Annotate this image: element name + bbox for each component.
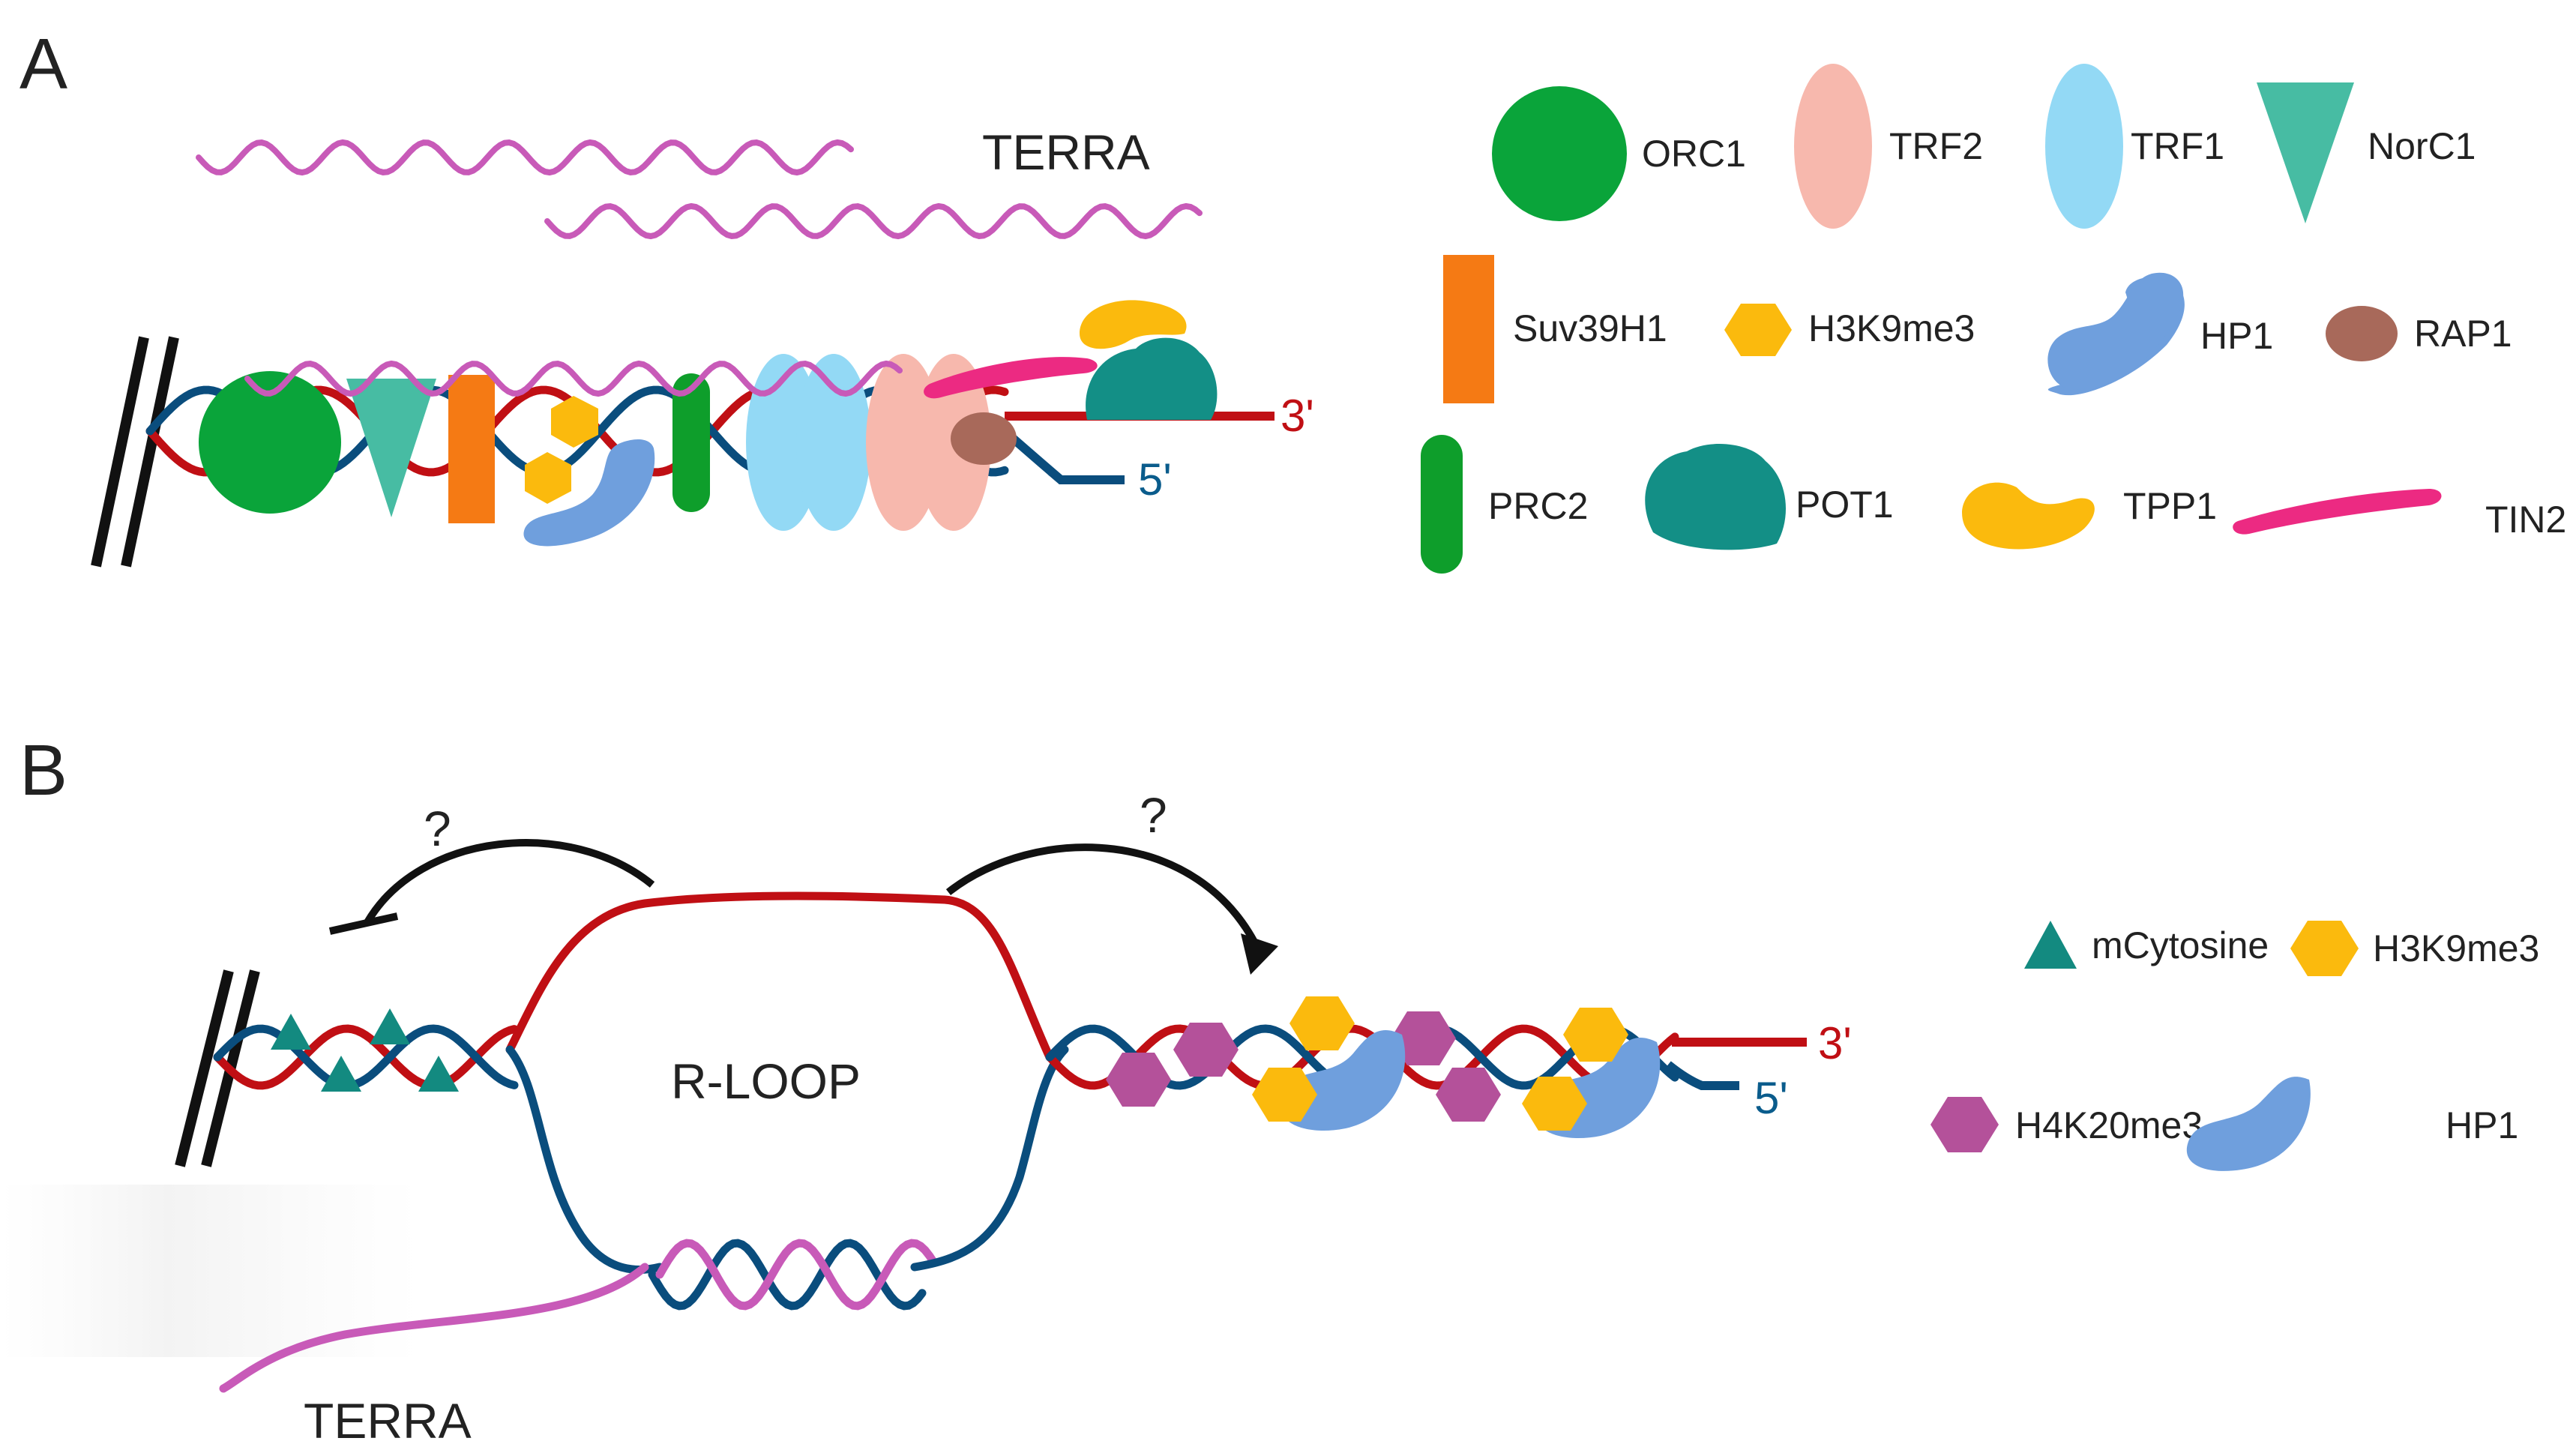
terra-transcript-1 bbox=[196, 139, 854, 176]
hp1-protein bbox=[523, 439, 655, 547]
prc2-legend-label: PRC2 bbox=[1488, 485, 1588, 527]
h3k9me3-mark bbox=[1522, 1077, 1587, 1131]
hp1-legend-label-b: HP1 bbox=[2446, 1104, 2518, 1146]
panel-b: B TERRA R-LOOP 3' 5' bbox=[0, 730, 1852, 1449]
rap1-protein bbox=[951, 412, 1017, 465]
trf1-legend-icon bbox=[2045, 64, 2123, 229]
dna-strand-3prime-left bbox=[213, 1024, 519, 1090]
h3k9me3-mark bbox=[1252, 1068, 1317, 1122]
arrow-head bbox=[1241, 933, 1278, 975]
h3k9me3-mark bbox=[525, 452, 571, 504]
mcytosine-mark bbox=[321, 1056, 361, 1092]
pot1-legend-icon bbox=[1645, 444, 1786, 550]
mcytosine-mark bbox=[271, 1014, 311, 1050]
five-prime-label-b: 5' bbox=[1754, 1073, 1788, 1123]
trf2-legend-icon bbox=[1794, 64, 1872, 229]
trf2-legend-label: TRF2 bbox=[1889, 125, 1983, 167]
chromosome-break-mark bbox=[175, 969, 234, 1167]
orc1-protein bbox=[199, 371, 341, 514]
tpp1-legend-icon bbox=[1962, 482, 2095, 550]
inhibition-bar bbox=[328, 912, 399, 935]
panel-b-legend: mCytosine H3K9me3 H4K20me3 HP1 bbox=[1931, 921, 2539, 1171]
mcytosine-mark bbox=[370, 1008, 410, 1044]
h4k20me3-mark bbox=[1391, 1011, 1456, 1065]
hp1-legend-icon bbox=[2047, 272, 2184, 390]
h3k9me3-mark bbox=[1563, 1008, 1628, 1062]
rna-dna-hybrid-dna bbox=[648, 1239, 927, 1311]
suv39h1-protein bbox=[448, 375, 495, 523]
orc1-legend-icon bbox=[1492, 86, 1627, 221]
inhibition-arrow bbox=[364, 839, 655, 924]
norc1-protein bbox=[346, 379, 436, 517]
trf1-protein bbox=[796, 354, 871, 531]
tin2-legend-icon bbox=[2233, 489, 2442, 535]
suv39h1-legend-icon bbox=[1443, 255, 1494, 403]
three-prime-label-a: 3' bbox=[1281, 391, 1314, 441]
chromosome-break-mark bbox=[91, 336, 149, 568]
h4k20me3-mark bbox=[1436, 1068, 1501, 1122]
five-prime-label-a: 5' bbox=[1138, 454, 1172, 505]
rloop-displaced-strand bbox=[505, 891, 1054, 1062]
terra-label-a: TERRA bbox=[982, 124, 1150, 180]
tpp1-protein bbox=[1080, 300, 1187, 349]
terra-label-b: TERRA bbox=[304, 1393, 472, 1449]
h4k20me3-mark bbox=[1173, 1023, 1239, 1077]
h3k9me3-legend-icon bbox=[2290, 921, 2359, 976]
panel-a: A TERRA 3' 5' bbox=[19, 24, 1314, 568]
prc2-protein bbox=[672, 373, 710, 512]
strand-5prime-end-b bbox=[1665, 1061, 1739, 1090]
suv39h1-legend-label: Suv39H1 bbox=[1513, 307, 1667, 349]
terra-bound-transcript bbox=[244, 360, 903, 397]
rloop-template-strand-down bbox=[505, 1045, 664, 1274]
tpp1-legend-label: TPP1 bbox=[2123, 485, 2217, 527]
h4k20me3-legend-label: H4K20me3 bbox=[2015, 1104, 2203, 1146]
h3k9me3-mark bbox=[1289, 996, 1355, 1050]
h4k20me3-mark bbox=[1106, 1053, 1171, 1107]
orc1-legend-label: ORC1 bbox=[1642, 133, 1746, 175]
hp1-legend-icon-b bbox=[2186, 1077, 2311, 1171]
terra-transcript-2 bbox=[544, 202, 1203, 240]
norc1-legend-label: NorC1 bbox=[2368, 125, 2476, 167]
chromosome-break-mark bbox=[121, 336, 179, 568]
mcytosine-legend-icon bbox=[2024, 921, 2077, 969]
panel-a-letter: A bbox=[19, 24, 67, 104]
rloop-label: R-LOOP bbox=[671, 1053, 861, 1109]
rna-dna-hybrid-terra bbox=[655, 1239, 939, 1311]
h3k9me3-legend-label-b: H3K9me3 bbox=[2373, 927, 2539, 969]
dna-strand-3prime-right bbox=[1045, 1024, 1679, 1090]
prc2-legend-icon bbox=[1421, 435, 1463, 574]
rap1-legend-icon bbox=[2326, 306, 2398, 361]
h3k9me3-mark bbox=[551, 396, 598, 448]
pot1-legend-label: POT1 bbox=[1796, 484, 1894, 526]
mcytosine-legend-label: mCytosine bbox=[2092, 924, 2269, 966]
h3k9me3-legend-icon bbox=[1724, 304, 1792, 356]
strand-5prime-end bbox=[1002, 427, 1125, 484]
tin2-protein bbox=[924, 357, 1098, 399]
hp1-legend-label: HP1 bbox=[2200, 315, 2273, 357]
shadow-area bbox=[0, 1185, 420, 1357]
panel-a-legend: ORC1 TRF2 TRF1 NorC1 Suv39H1 H3K9me3 HP1… bbox=[1421, 64, 2566, 574]
h3k9me3-legend-label: H3K9me3 bbox=[1808, 307, 1975, 349]
three-prime-label-b: 3' bbox=[1818, 1018, 1852, 1068]
tin2-legend-label: TIN2 bbox=[2485, 499, 2566, 541]
terra-tail bbox=[219, 1263, 649, 1393]
dna-strand-5prime-left bbox=[213, 1024, 519, 1090]
question-mark-right: ? bbox=[1140, 787, 1167, 843]
rap1-legend-label: RAP1 bbox=[2414, 313, 2512, 355]
panel-b-letter: B bbox=[19, 730, 67, 810]
activation-arrow bbox=[945, 843, 1263, 954]
hp1-protein bbox=[1280, 1030, 1406, 1131]
h4k20me3-legend-icon bbox=[1931, 1097, 1999, 1152]
trf1-legend-label: TRF1 bbox=[2131, 125, 2224, 167]
norc1-legend-icon bbox=[2257, 82, 2354, 223]
pot1-protein bbox=[1086, 337, 1218, 420]
rloop-template-strand-up bbox=[910, 1045, 1069, 1272]
question-mark-left: ? bbox=[424, 801, 451, 856]
mcytosine-mark bbox=[418, 1056, 459, 1092]
